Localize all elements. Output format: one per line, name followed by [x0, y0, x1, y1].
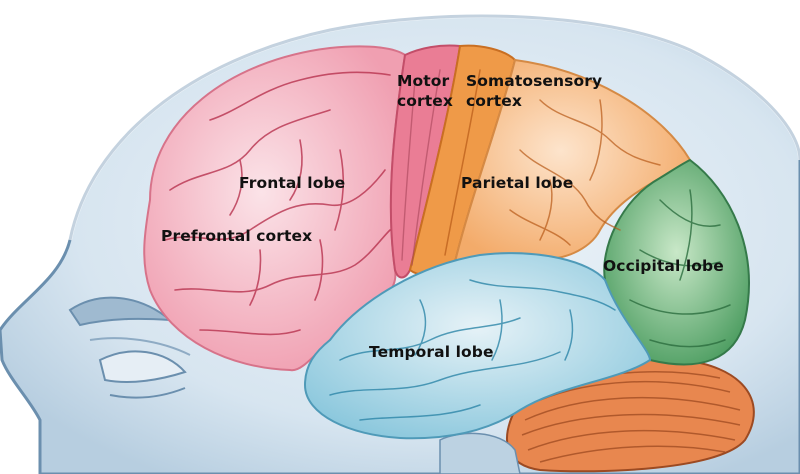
motor-cortex-label: Motor cortex: [397, 71, 453, 111]
temporal-lobe-label: Temporal lobe: [369, 343, 494, 361]
parietal-lobe: [453, 58, 692, 264]
frontal-lobe-label: Frontal lobe: [239, 174, 346, 192]
motor-cortex-label-line2: cortex: [397, 92, 454, 110]
temporal-lobe: [303, 252, 652, 440]
gyri-lines: [164, 69, 731, 421]
head-outline: [68, 14, 800, 241]
somatosensory-cortex-label: Somatosensory cortex: [466, 71, 602, 111]
somatosensory-cortex-label-line2: cortex: [466, 92, 523, 110]
motor-cortex-label-line1: Motor: [397, 72, 450, 90]
somatosensory-cortex-label-line1: Somatosensory: [466, 72, 603, 90]
prefrontal-cortex-label: Prefrontal cortex: [161, 227, 313, 245]
occipital-lobe-label: Occipital lobe: [603, 257, 724, 275]
parietal-lobe-label: Parietal lobe: [461, 174, 574, 192]
